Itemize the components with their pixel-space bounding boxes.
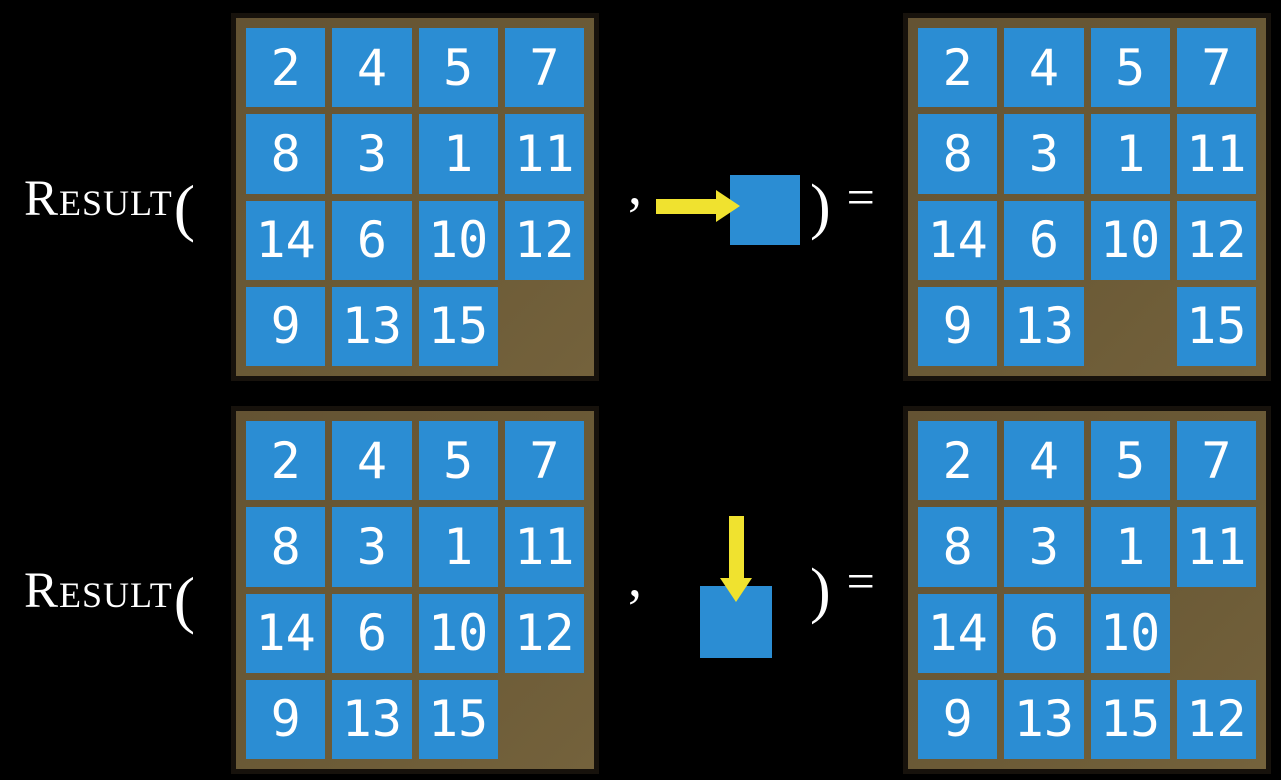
puzzle-tile-5: 5 bbox=[1090, 421, 1170, 501]
puzzle-tile-1: 1 bbox=[418, 507, 498, 587]
puzzle-tile-5: 5 bbox=[1090, 28, 1170, 108]
close-paren-equals: )= bbox=[810, 168, 875, 243]
puzzle-tile-9: 9 bbox=[918, 679, 998, 759]
puzzle-tile-15: 15 bbox=[1090, 679, 1170, 759]
puzzle-tile-13: 13 bbox=[1004, 679, 1084, 759]
puzzle-tile-4: 4 bbox=[332, 421, 412, 501]
close-paren: ) bbox=[810, 173, 831, 241]
empty-cell bbox=[1177, 594, 1256, 673]
puzzle-tile-3: 3 bbox=[1004, 507, 1084, 587]
puzzle-tile-4: 4 bbox=[1004, 28, 1084, 108]
puzzle-tile-10: 10 bbox=[1090, 200, 1170, 280]
puzzle-tile-5: 5 bbox=[418, 28, 498, 108]
arrow-shaft bbox=[656, 198, 716, 214]
puzzle-tile-12: 12 bbox=[1176, 200, 1256, 280]
puzzle-tile-6: 6 bbox=[332, 593, 412, 673]
puzzle-tile-3: 3 bbox=[1004, 114, 1084, 194]
puzzle-tile-7: 7 bbox=[1176, 421, 1256, 501]
puzzle-tile-14: 14 bbox=[246, 200, 326, 280]
puzzle-tile-11: 11 bbox=[1176, 114, 1256, 194]
open-paren: ( bbox=[173, 172, 197, 243]
puzzle-tile-11: 11 bbox=[504, 507, 584, 587]
function-name: Result bbox=[24, 563, 173, 619]
puzzle-tile-3: 3 bbox=[332, 114, 412, 194]
puzzle-tile-13: 13 bbox=[332, 286, 412, 366]
arrow-head bbox=[716, 190, 740, 222]
puzzle-tile-10: 10 bbox=[418, 200, 498, 280]
puzzle-tile-15: 15 bbox=[1176, 286, 1256, 366]
puzzle-tile-10: 10 bbox=[1090, 593, 1170, 673]
puzzle-tile-6: 6 bbox=[332, 200, 412, 280]
empty-cell bbox=[505, 680, 584, 759]
result-function-label: Result( bbox=[24, 170, 196, 245]
puzzle-tile-14: 14 bbox=[918, 593, 998, 673]
puzzle-tile-1: 1 bbox=[1090, 114, 1170, 194]
puzzle-tile-11: 11 bbox=[1176, 507, 1256, 587]
puzzle-tile-1: 1 bbox=[1090, 507, 1170, 587]
puzzle-tile-2: 2 bbox=[918, 28, 998, 108]
comma-separator: , bbox=[628, 155, 642, 217]
move-right-arrow-icon bbox=[656, 190, 740, 222]
puzzle-tile-5: 5 bbox=[418, 421, 498, 501]
puzzle-tile-10: 10 bbox=[418, 593, 498, 673]
puzzle-tile-8: 8 bbox=[246, 114, 326, 194]
puzzle-tile-1: 1 bbox=[418, 114, 498, 194]
puzzle-tile-2: 2 bbox=[918, 421, 998, 501]
puzzle-tile-3: 3 bbox=[332, 507, 412, 587]
arrow-shaft bbox=[728, 516, 744, 578]
empty-cell bbox=[1091, 287, 1170, 366]
puzzle-tile-9: 9 bbox=[918, 286, 998, 366]
puzzle-tile-6: 6 bbox=[1004, 593, 1084, 673]
puzzle-tile-2: 2 bbox=[246, 28, 326, 108]
puzzle-tile-2: 2 bbox=[246, 421, 326, 501]
puzzle-tile-13: 13 bbox=[332, 679, 412, 759]
action-tile bbox=[730, 175, 800, 245]
puzzle-tile-15: 15 bbox=[418, 679, 498, 759]
puzzle-tile-4: 4 bbox=[332, 28, 412, 108]
open-paren: ( bbox=[173, 564, 197, 635]
equals-sign: = bbox=[846, 553, 875, 609]
puzzle-tile-9: 9 bbox=[246, 286, 326, 366]
empty-cell bbox=[505, 287, 584, 366]
puzzle-tile-8: 8 bbox=[918, 114, 998, 194]
puzzle-tile-4: 4 bbox=[1004, 421, 1084, 501]
puzzle-tile-15: 15 bbox=[418, 286, 498, 366]
puzzle-tile-7: 7 bbox=[504, 421, 584, 501]
puzzle-tile-12: 12 bbox=[1176, 679, 1256, 759]
puzzle-tile-6: 6 bbox=[1004, 200, 1084, 280]
puzzle-tile-14: 14 bbox=[918, 200, 998, 280]
comma-separator: , bbox=[628, 547, 642, 609]
puzzle-tile-11: 11 bbox=[504, 114, 584, 194]
move-down-arrow-icon bbox=[720, 516, 752, 602]
puzzle-tile-14: 14 bbox=[246, 593, 326, 673]
puzzle-tile-7: 7 bbox=[1176, 28, 1256, 108]
result-function-label: Result( bbox=[24, 562, 196, 637]
puzzle-tile-12: 12 bbox=[504, 593, 584, 673]
close-paren-equals: )= bbox=[810, 552, 875, 627]
puzzle-tile-13: 13 bbox=[1004, 286, 1084, 366]
puzzle-tile-8: 8 bbox=[918, 507, 998, 587]
puzzle-tile-8: 8 bbox=[246, 507, 326, 587]
equals-sign: = bbox=[846, 169, 875, 225]
puzzle-tile-7: 7 bbox=[504, 28, 584, 108]
arrow-head bbox=[720, 578, 752, 602]
puzzle-tile-9: 9 bbox=[246, 679, 326, 759]
puzzle-tile-12: 12 bbox=[504, 200, 584, 280]
close-paren: ) bbox=[810, 557, 831, 625]
function-name: Result bbox=[24, 171, 173, 227]
